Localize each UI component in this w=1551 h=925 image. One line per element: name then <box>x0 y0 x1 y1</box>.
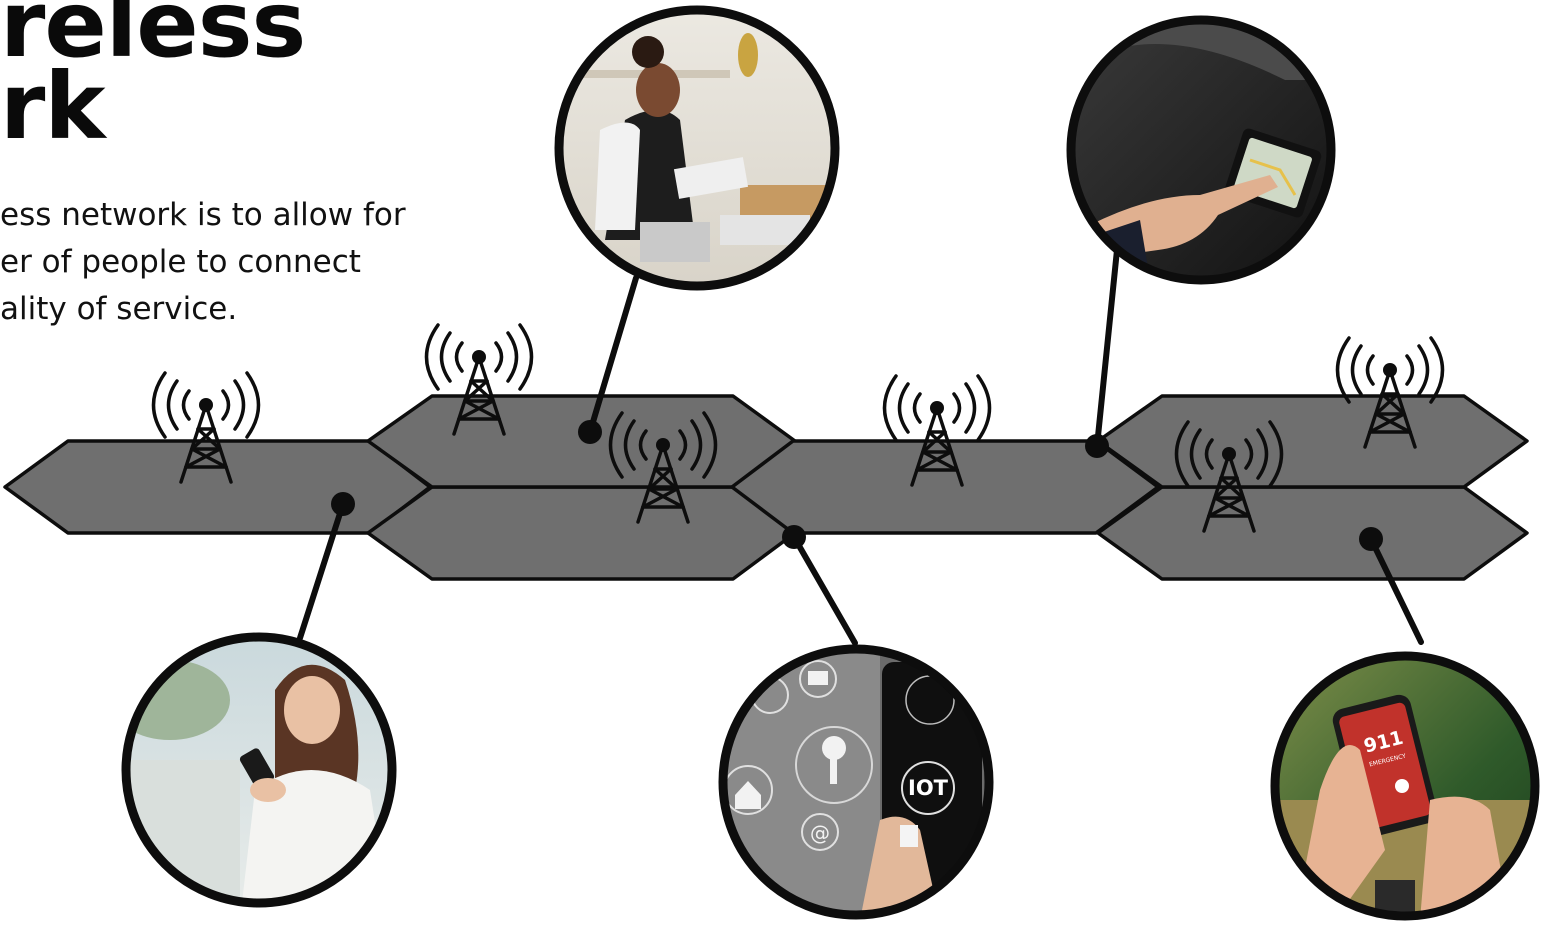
hexagon-band-3 <box>366 485 797 581</box>
car-navigation-photo <box>1066 15 1336 285</box>
antenna-tower-icon <box>424 323 534 436</box>
connector-dot-4 <box>1085 434 1109 458</box>
description-line-3: ality of service. <box>0 291 238 327</box>
cashier-pos-photo <box>554 5 840 291</box>
description-line-2: er of people to connect <box>0 244 361 280</box>
connector-line-4 <box>1094 247 1120 449</box>
hexagon-band-2 <box>366 394 797 489</box>
connector-dots <box>331 420 1383 551</box>
description-line-1: ess network is to allow for <box>0 197 406 233</box>
antenna-tower-icon <box>151 371 261 484</box>
page-title: reless rk <box>0 0 306 160</box>
network-bands <box>3 394 1529 581</box>
antenna-tower-icon <box>1335 336 1445 449</box>
description-text: ess network is to allow for er of people… <box>0 192 406 333</box>
connector-dot-1 <box>331 492 355 516</box>
connector-line-2 <box>587 275 639 435</box>
svg-text:@: @ <box>810 821 830 845</box>
connectors <box>297 247 1424 646</box>
connector-dot-2 <box>578 420 602 444</box>
antenna-tower-icon <box>882 374 992 487</box>
antenna-towers <box>151 323 1445 533</box>
hexagon-band-6 <box>1096 485 1529 581</box>
connector-dot-5 <box>1359 527 1383 551</box>
emergency-call-photo: 911 EMERGENCY <box>1270 651 1540 921</box>
iot-label: IOT <box>908 776 949 800</box>
antenna-tower-icon <box>1174 420 1284 533</box>
title-line-2: rk <box>0 53 106 160</box>
connector-dot-3 <box>782 525 806 549</box>
connector-line-5 <box>1368 536 1424 645</box>
connector-line-3 <box>791 534 858 646</box>
antenna-tower-icon <box>608 411 718 524</box>
hexagon-band-1 <box>3 439 432 535</box>
title-line-1: reless <box>0 0 306 78</box>
hexagon-band-5 <box>1096 394 1529 489</box>
connector-line-1 <box>297 501 346 641</box>
woman-smartphone-photo <box>121 632 397 908</box>
iot-phone-photo: @ IOT <box>718 644 994 920</box>
